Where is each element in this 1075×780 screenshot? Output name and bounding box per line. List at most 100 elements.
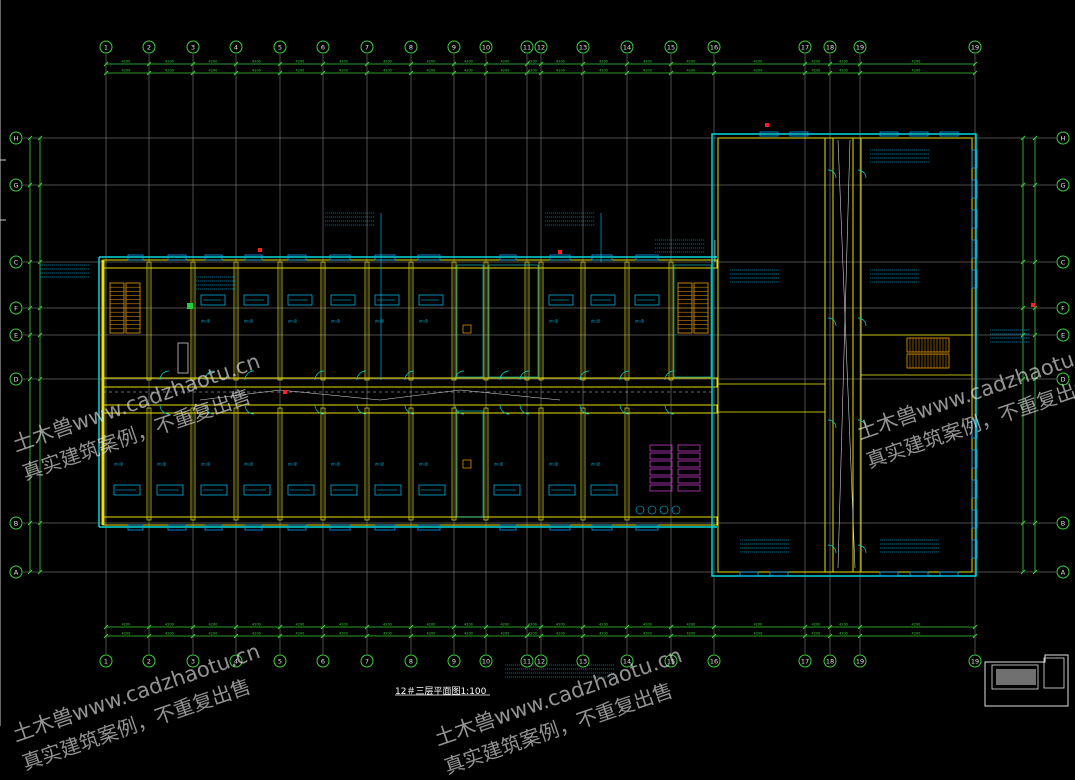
door-south-1 <box>204 404 215 415</box>
dimension-value-1-16: 4200 <box>812 69 821 73</box>
dimension-tick-2-0 <box>103 624 109 630</box>
dimension-tick-v-2-2 <box>1020 259 1026 265</box>
door-north-5 <box>404 370 415 381</box>
red-marker-1 <box>558 250 562 254</box>
dimension-tick-0-7 <box>408 61 414 67</box>
partition-north-6 <box>408 261 414 381</box>
door-north-0 <box>159 370 170 381</box>
partition-north-2 <box>233 261 239 381</box>
axis-top-15-label: 15 <box>667 43 675 51</box>
window-east-s2-0 <box>739 571 759 577</box>
dimension-tick-v-0-5 <box>27 305 33 311</box>
corridor-diagonal-1 <box>279 389 381 401</box>
dimension-tick-3-18 <box>857 633 863 639</box>
dimension-tick-3-9 <box>483 633 489 639</box>
window-east-2 <box>971 209 978 229</box>
dimension-tick-v-0-3 <box>27 376 33 382</box>
window-south-8 <box>499 524 517 531</box>
window-south-7 <box>417 524 441 531</box>
axis-top-13-label: 13 <box>579 43 587 51</box>
partition-north-0 <box>146 261 152 381</box>
dimension-tick-v-3-2 <box>1032 259 1038 265</box>
partition-south-5 <box>364 407 370 521</box>
dimension-value-1-15: 4200 <box>754 69 763 73</box>
dimension-value-1-3: 4200 <box>252 69 261 73</box>
dimension-tick-0-8 <box>451 61 457 67</box>
desk-south-9 <box>548 484 576 496</box>
axis-bottom-16-label: 16 <box>710 657 718 665</box>
dimension-value-1-6: 4200 <box>383 69 392 73</box>
dimension-value-1-18: 4200 <box>912 69 921 73</box>
dimension-value-1-4: 4200 <box>296 69 305 73</box>
window-south-10 <box>591 524 613 531</box>
dimension-tick-1-9 <box>483 70 489 76</box>
dimension-tick-v-2-6 <box>1020 182 1026 188</box>
room-label-south-10: 办公室 <box>591 461 600 466</box>
axis-top-11-label: 11 <box>523 43 531 51</box>
dimension-tick-2-14 <box>668 624 674 630</box>
dimension-value-2-17: 4200 <box>839 623 848 627</box>
door-north-4 <box>356 370 367 381</box>
partition-south-4 <box>320 407 326 521</box>
sink-0 <box>635 505 645 515</box>
axis-top-2-circle <box>142 40 156 54</box>
red-marker-4 <box>283 390 287 394</box>
dimension-value-1-11: 4200 <box>556 69 565 73</box>
dimension-value-1-5: 4200 <box>339 69 348 73</box>
dimension-tick-1-13 <box>624 70 630 76</box>
dimension-tick-3-12 <box>580 633 586 639</box>
axis-left-C-label: C <box>14 258 19 266</box>
dimension-value-0-2: 4200 <box>209 60 218 64</box>
sink-2 <box>659 505 669 515</box>
window-north-4 <box>287 254 307 261</box>
axis-bottom-1-circle <box>99 654 113 668</box>
window-east-s2-2 <box>879 571 899 577</box>
window-east-s-3 <box>971 509 978 529</box>
axis-bottom-20-circle <box>968 654 982 668</box>
axis-top-7-circle <box>360 40 374 54</box>
dimension-tick-1-2 <box>190 70 196 76</box>
window-east-4 <box>971 269 978 289</box>
axis-top-12-label: 12 <box>537 43 545 51</box>
axis-left-A-circle <box>9 565 23 579</box>
window-east-0 <box>971 149 978 169</box>
dimension-tick-v-3-3 <box>1032 376 1038 382</box>
dimension-value-3-8: 4200 <box>464 632 473 636</box>
room-label-south-0: 办公室 <box>114 461 123 466</box>
axis-bottom-5-circle <box>273 654 287 668</box>
window-north-3 <box>244 254 263 261</box>
axis-left-G-circle <box>9 178 23 192</box>
service-room-outline-0 <box>456 264 484 378</box>
toilet-stall-2 <box>649 460 673 468</box>
desk-north-6 <box>548 294 574 306</box>
desk-south-8 <box>493 484 521 496</box>
axis-right-F-circle <box>1056 301 1070 315</box>
shaft-2 <box>462 459 472 469</box>
walls <box>98 131 978 577</box>
axis-right-C-label: C <box>1061 258 1066 266</box>
axis-top-14-circle <box>620 40 634 54</box>
dimension-value-2-14: 4200 <box>687 623 696 627</box>
corridor-diagonal-0 <box>199 389 281 401</box>
axis-top-1-circle <box>99 40 113 54</box>
room-label-south-4: 办公室 <box>288 461 297 466</box>
axis-bottom-19-label: 19 <box>856 657 864 665</box>
partition-south-1 <box>190 407 196 521</box>
dimension-tick-1-0 <box>103 70 109 76</box>
dimension-tick-v-0-7 <box>27 135 33 141</box>
toilet-stall-r-5 <box>677 484 701 492</box>
east-wing-cross-corridor <box>717 383 826 413</box>
dimension-tick-1-4 <box>277 70 283 76</box>
door-north-6 <box>454 370 465 381</box>
axis-top-3-circle <box>186 40 200 54</box>
dimension-tick-3-19 <box>972 633 978 639</box>
axis-right-E-label: E <box>1061 331 1065 339</box>
room-label-north-3: 办公室 <box>331 318 340 323</box>
room-label-south-7: 办公室 <box>419 461 428 466</box>
room-label-north-2: 办公室 <box>288 318 297 323</box>
axis-right-B-label: B <box>1061 519 1065 527</box>
sink-3 <box>671 505 681 515</box>
dimension-value-2-3: 4200 <box>252 623 261 627</box>
dimension-tick-2-1 <box>146 624 152 630</box>
